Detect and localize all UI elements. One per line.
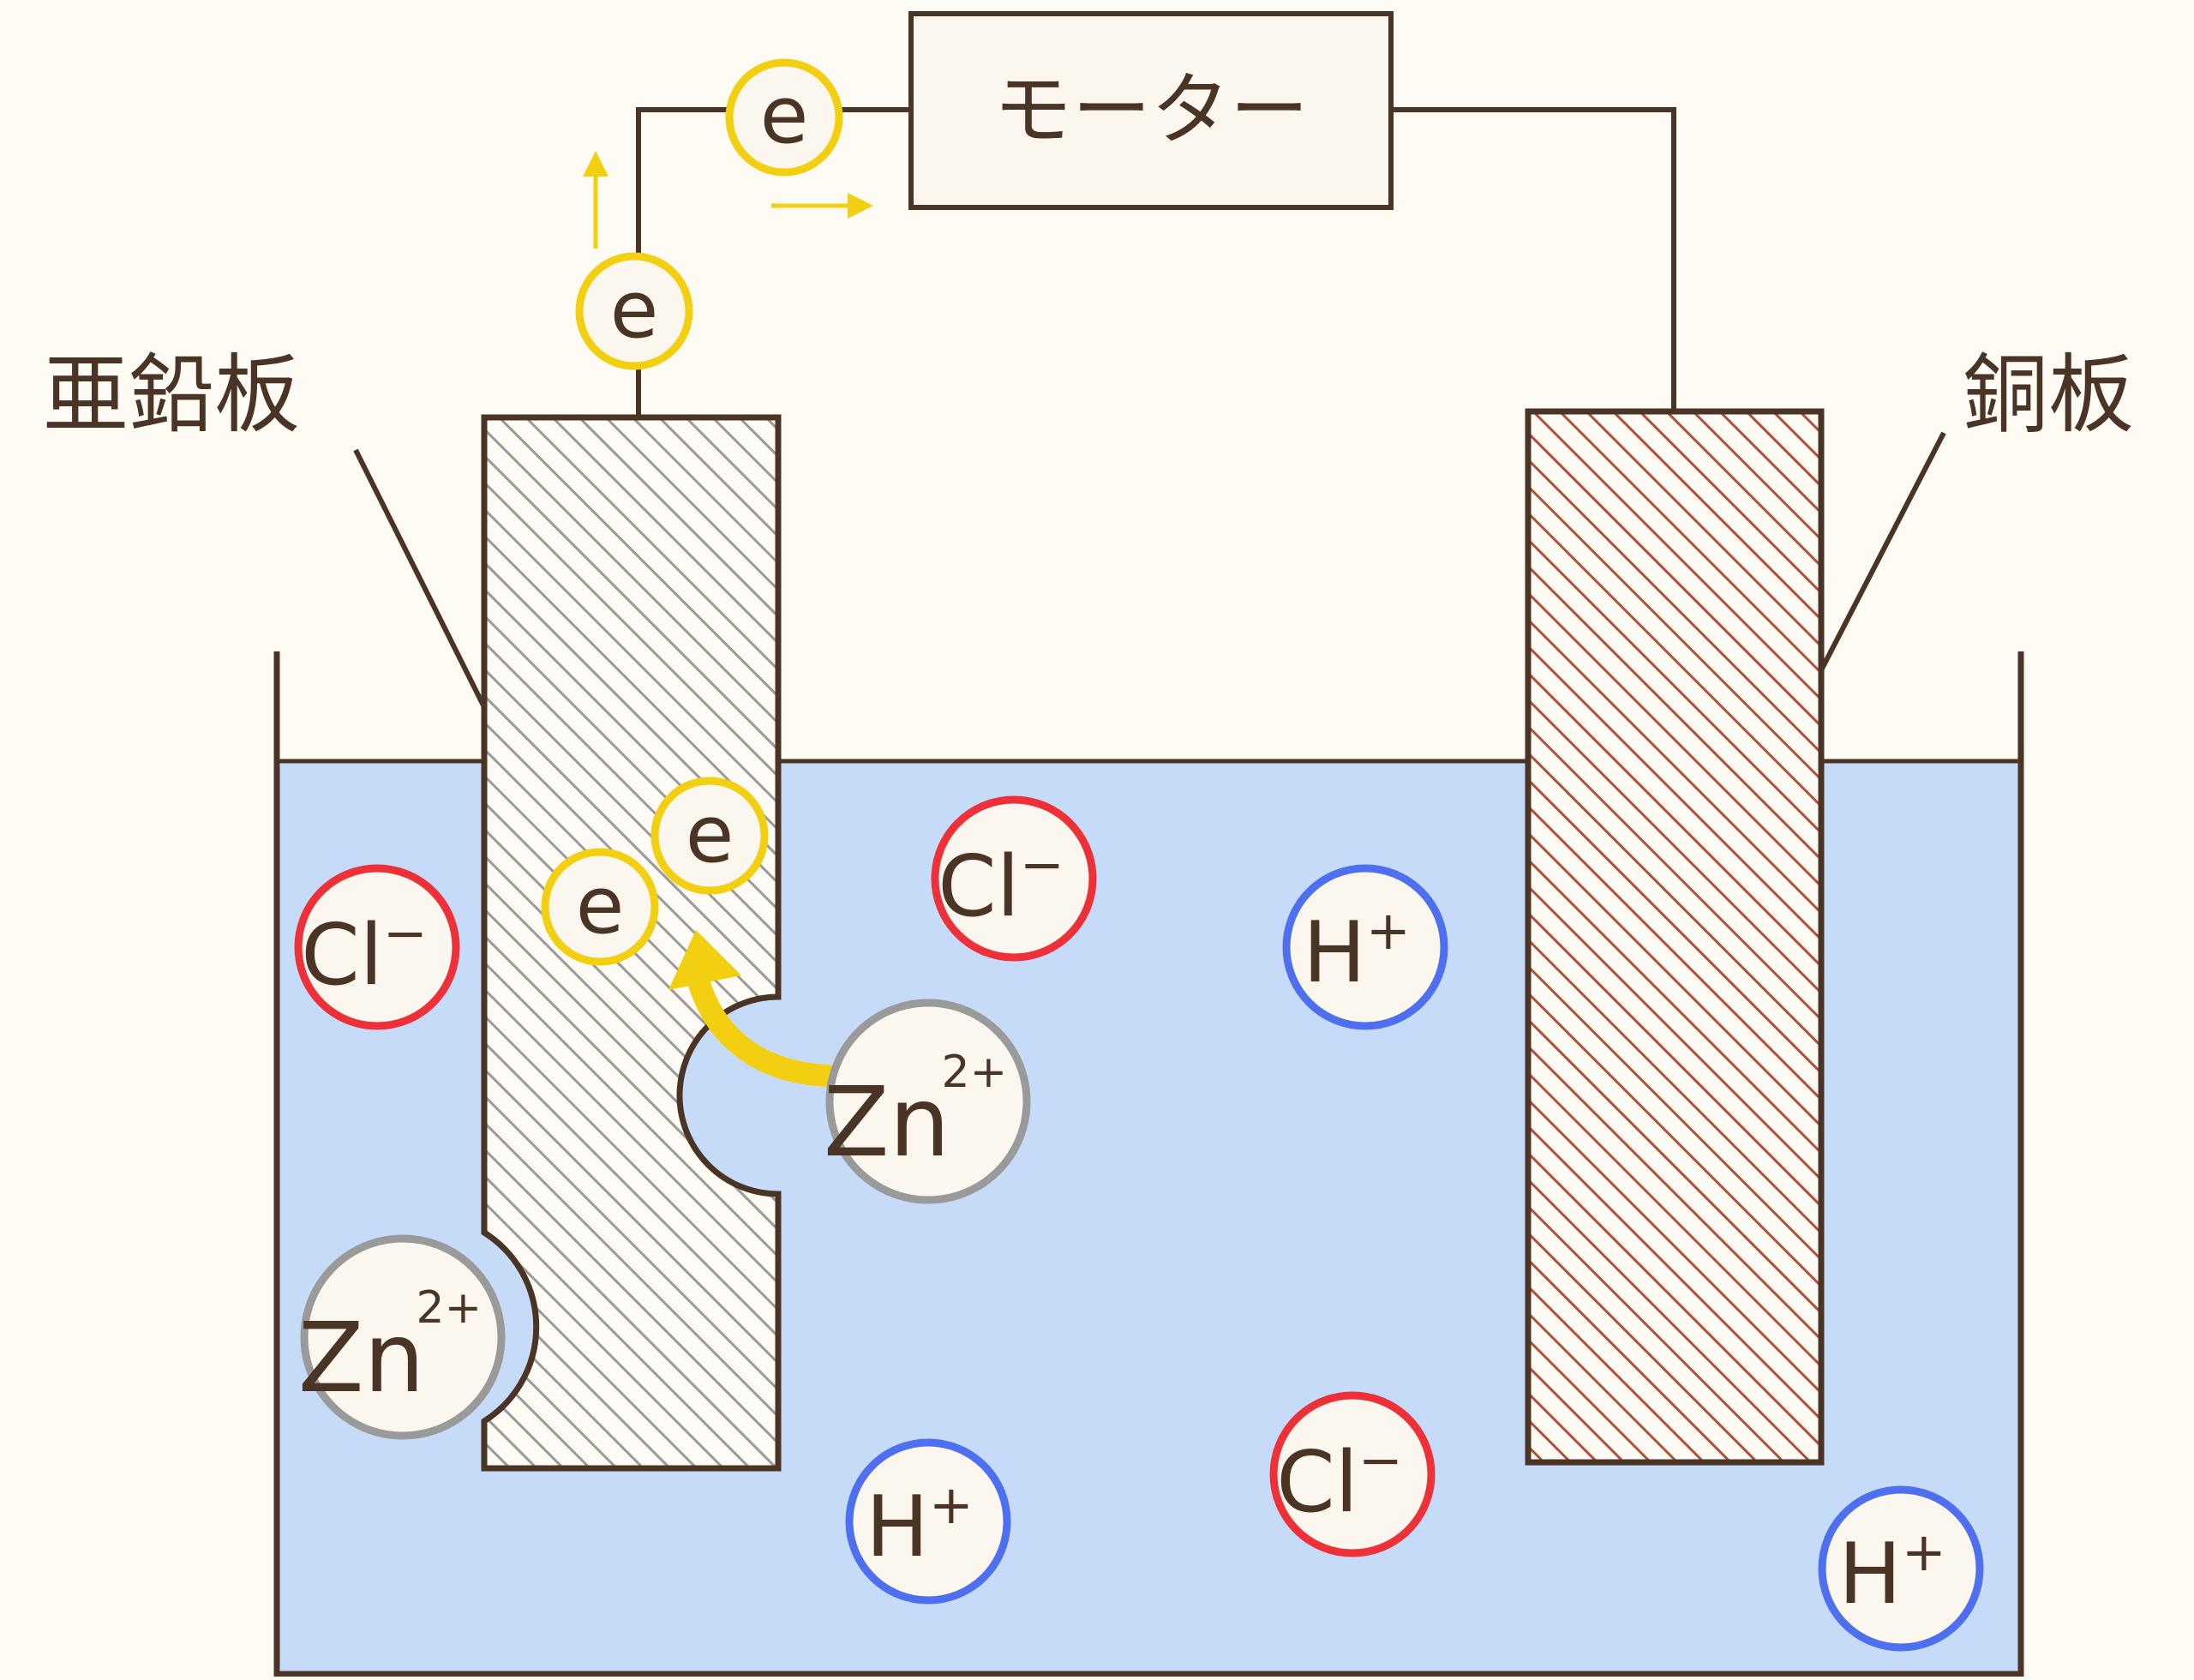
svg-text:Cl−: Cl− bbox=[938, 833, 1064, 936]
zinc-leader-line bbox=[353, 448, 487, 709]
zinc-charge: 2+ bbox=[942, 1047, 1008, 1098]
zinc-ion: Zn2+ bbox=[298, 1234, 506, 1440]
copper-plate bbox=[1525, 408, 1825, 1466]
electron-label: e bbox=[576, 860, 625, 951]
chloride-ion: Cl− bbox=[931, 795, 1097, 962]
chloride-symbol: Cl bbox=[938, 838, 1020, 936]
zinc-ion: Zn2+ bbox=[824, 999, 1031, 1204]
electron-wire-left: e bbox=[575, 252, 693, 370]
hydrogen-ion: H+ bbox=[1282, 864, 1448, 1030]
chloride-charge: − bbox=[1020, 833, 1064, 896]
chloride-charge: − bbox=[1358, 1429, 1403, 1491]
hydrogen-symbol: H bbox=[1838, 1526, 1902, 1623]
zinc-charge: 2+ bbox=[417, 1282, 483, 1334]
hydrogen-charge: + bbox=[929, 1473, 974, 1536]
svg-text:H+: H+ bbox=[1303, 899, 1411, 1002]
hydrogen-ion: H+ bbox=[1818, 1485, 1984, 1652]
zinc-symbol: Zn bbox=[824, 1067, 950, 1179]
svg-text:H+: H+ bbox=[866, 1473, 974, 1576]
motor-label: モーター bbox=[993, 64, 1309, 156]
zinc-plate-label: 亜鉛板 bbox=[43, 345, 300, 445]
svg-text:H+: H+ bbox=[1838, 1521, 1946, 1623]
hydrogen-symbol: H bbox=[866, 1479, 929, 1576]
hydrogen-symbol: H bbox=[1303, 904, 1366, 1002]
svg-text:Cl−: Cl− bbox=[1276, 1429, 1403, 1532]
svg-text:Cl−: Cl− bbox=[301, 902, 428, 1005]
hydrogen-ion: H+ bbox=[845, 1438, 1011, 1605]
electron-label: e bbox=[610, 264, 659, 356]
copper-plate-label: 銅板 bbox=[1963, 345, 2134, 445]
chloride-ion: Cl− bbox=[1269, 1391, 1436, 1557]
zinc-symbol: Zn bbox=[298, 1303, 425, 1414]
electron-label: e bbox=[760, 69, 809, 161]
zinc-to-ion-arrow bbox=[683, 953, 838, 1087]
chloride-symbol: Cl bbox=[1276, 1434, 1358, 1532]
electron-label: e bbox=[686, 789, 734, 880]
hydrogen-charge: + bbox=[1366, 899, 1411, 962]
electron-plate-left: e bbox=[541, 848, 659, 966]
zinc-to-ion-arrowhead bbox=[668, 930, 741, 990]
motor: モーター bbox=[908, 11, 1394, 210]
chloride-ion: Cl− bbox=[294, 864, 460, 1030]
chloride-symbol: Cl bbox=[301, 907, 383, 1005]
beaker bbox=[273, 651, 2024, 1677]
chloride-charge: − bbox=[383, 902, 428, 964]
hydrogen-charge: + bbox=[1902, 1521, 1946, 1583]
svg-text:Zn2+: Zn2+ bbox=[824, 1047, 1007, 1179]
electron-wire-top: e bbox=[725, 58, 843, 177]
svg-text:Zn2+: Zn2+ bbox=[298, 1282, 482, 1414]
electron-plate-right: e bbox=[650, 777, 769, 895]
copper-leader-line bbox=[1819, 431, 1946, 672]
